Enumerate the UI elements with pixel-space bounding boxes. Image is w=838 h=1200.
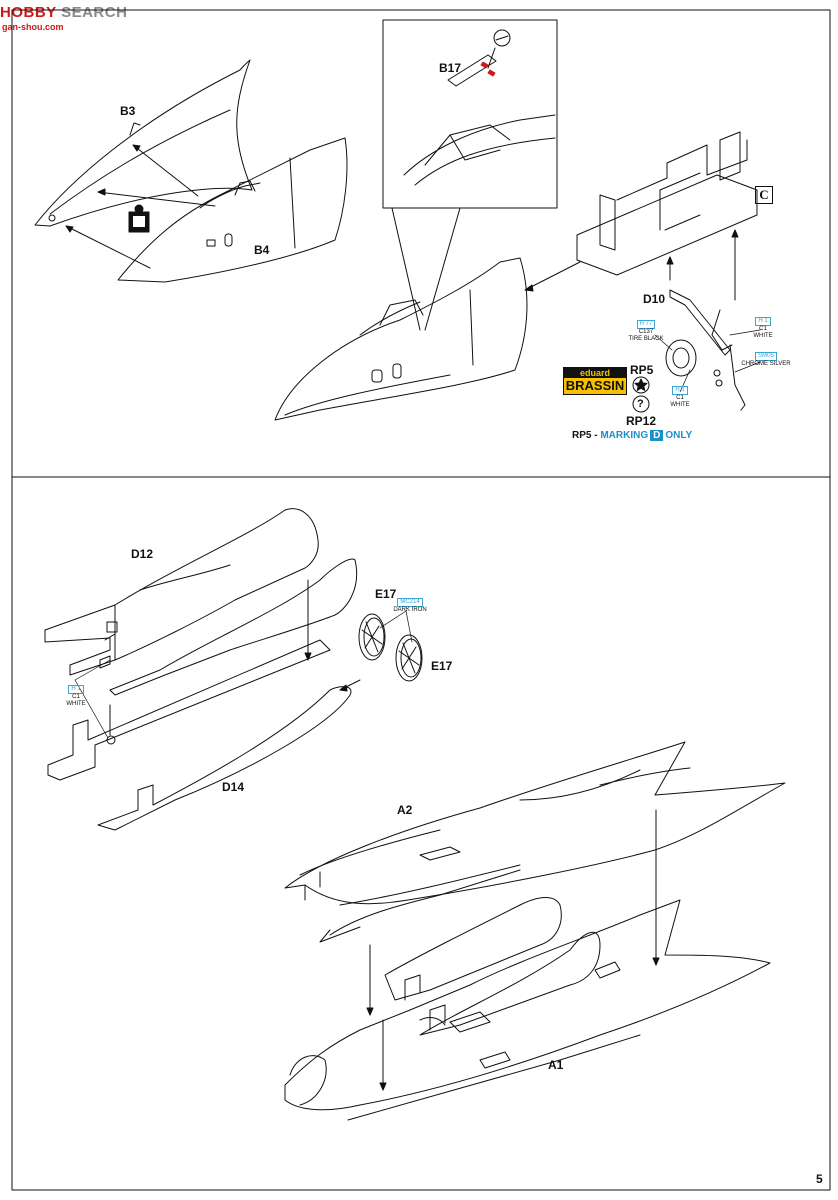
- paint-code: MC214: [397, 598, 423, 607]
- paint-code: H 1: [68, 685, 84, 694]
- paint-code: H 1: [672, 386, 688, 395]
- label-e17-top: E17: [375, 587, 397, 601]
- label-d14: D14: [222, 780, 245, 794]
- label-d10: D10: [643, 292, 666, 306]
- nose-gear-d10: [665, 229, 746, 411]
- bottom-step-frame: [11, 476, 831, 1191]
- paint-callout-chrome-silver: SM05 CHROME SILVER: [736, 352, 796, 368]
- paint-callout-dark-iron: MC214 DARK IRON: [390, 598, 430, 614]
- cockpit-tub: [576, 131, 758, 276]
- marking-note-suffix: ONLY: [665, 430, 693, 441]
- paint-callout-tire-black: H 77 C137 TIRE BLACK: [626, 320, 666, 343]
- lower-fuselage-a1: [284, 899, 771, 1121]
- intake-d14-inner: [99, 558, 357, 696]
- label-a1: A1: [548, 1058, 564, 1072]
- label-b17: B17: [439, 61, 462, 75]
- label-b3: B3: [120, 104, 136, 118]
- paint-sub: C1: [72, 694, 80, 700]
- paint-sub: C1: [759, 326, 767, 332]
- paint-sub: C1: [676, 395, 684, 401]
- brassin-logo: eduard BRASSIN: [563, 367, 627, 395]
- canopy-arrows: [65, 144, 216, 269]
- watermark-part2: SEARCH: [61, 4, 128, 21]
- label-rp12: RP12: [626, 414, 657, 428]
- watermark: HOBBY SEARCH: [0, 4, 127, 21]
- marking-note-prefix: RP5 -: [572, 430, 601, 441]
- label-a2: A2: [397, 803, 413, 817]
- rp12-question-mark: ?: [637, 398, 644, 410]
- paint-name: CHROME SILVER: [741, 361, 791, 367]
- label-rp5: RP5: [630, 363, 654, 377]
- paint-name: WHITE: [66, 701, 86, 707]
- page-number: 5: [816, 1172, 823, 1186]
- intake-wheel-e17-a: [358, 613, 386, 661]
- marking-note-letter: D: [650, 430, 664, 441]
- watermark-part1: HOBBY: [0, 4, 57, 21]
- paint-callout-white-intake: H 1 C1 WHITE: [63, 685, 89, 708]
- label-d12: D12: [131, 547, 154, 561]
- upper-fuselage-a2: [284, 741, 786, 943]
- intake-wheel-e17-b: [395, 634, 423, 682]
- marking-note-word: MARKING: [600, 430, 649, 441]
- label-part-c: C: [755, 186, 773, 204]
- paint-name: WHITE: [753, 333, 773, 339]
- paint-name: DARK IRON: [393, 607, 427, 613]
- paint-code: H 1: [755, 317, 771, 326]
- rp5-star-icon: [632, 376, 650, 394]
- brassin-logo-bottom: BRASSIN: [564, 378, 626, 394]
- brassin-logo-top: eduard: [564, 368, 626, 378]
- paint-code: SM05: [755, 352, 777, 361]
- paint-sub: C137: [638, 329, 654, 335]
- label-b4: B4: [254, 243, 270, 257]
- paint-code: H 77: [636, 320, 656, 329]
- watermark-url: gan-shou.com: [2, 22, 64, 32]
- label-e17-bottom: E17: [431, 659, 453, 673]
- rp12-question-icon: [632, 395, 650, 413]
- nose-section-b4: [117, 137, 348, 283]
- top-step-frame: [11, 9, 831, 478]
- intake-d14: [47, 579, 361, 831]
- paint-name: WHITE: [670, 402, 690, 408]
- detail-box: [382, 19, 558, 209]
- intake-trunks: [384, 897, 601, 1036]
- forward-fuselage: [274, 257, 528, 421]
- paint-callout-white-gear: H 1 C1 WHITE: [667, 386, 693, 409]
- paint-callout-white-top: H 1 C1 WHITE: [750, 317, 776, 340]
- intake-d12: [44, 508, 319, 676]
- glue-icon: [128, 204, 150, 233]
- paint-callout-leaders: [74, 329, 761, 739]
- paint-name: TIRE BLACK: [628, 336, 664, 342]
- canopy-b3: [34, 59, 253, 227]
